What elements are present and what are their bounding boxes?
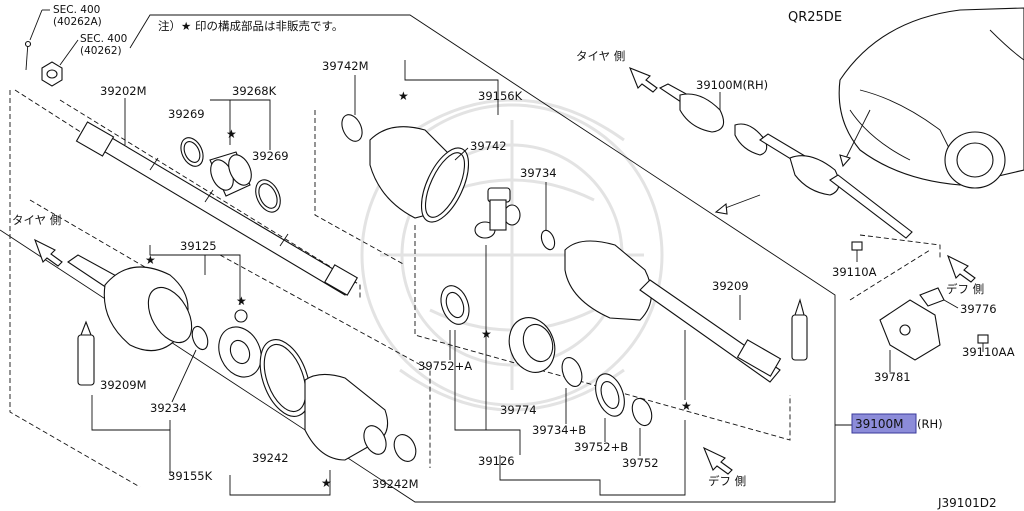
part-39752A-washer[interactable] [436,282,474,328]
part-39734B-snap-ring[interactable] [558,355,585,389]
arrow-diff-right-icon [947,254,976,283]
label-39734: 39734 [520,166,557,180]
callout-39100M-code: 39100M [855,417,904,431]
sec400-a-line2: (40262A) [53,16,102,28]
label-39156K: 39156K [478,89,523,103]
label-39110A: 39110A [832,265,877,279]
label-39202M: 39202M [100,84,147,98]
sec-400-ref-b[interactable]: SEC. 400 (40262) [80,33,127,57]
part-39781-bracket[interactable] [879,299,941,361]
part-39742M-band[interactable] [338,112,366,145]
star-39268K: ★ [226,127,237,141]
part-outer-boot[interactable] [304,373,390,461]
part-39209M-grease[interactable] [77,320,95,386]
arrow-tire-left-icon [34,238,63,267]
part-39742-band[interactable] [412,141,478,229]
part-grease-tube-b[interactable] [791,298,808,361]
hub-nut [41,61,63,87]
label-39774: 39774 [500,403,537,417]
label-39742M: 39742M [322,59,369,73]
star-39125-b: ★ [236,294,247,308]
label-39752: 39752 [622,456,659,470]
label-39781: 39781 [874,370,911,384]
part-39100M-shaft-assembly[interactable] [658,83,913,239]
part-39269-band-a[interactable] [177,134,208,170]
sec400-b-line1: SEC. 400 [80,33,127,45]
part-tripod-joint[interactable] [474,187,521,239]
label-39269-a: 39269 [168,107,205,121]
sec400-b-line2: (40262) [80,45,122,57]
part-39209-housing[interactable] [564,240,782,383]
label-39110AA: 39110AA [962,345,1015,359]
vehicle-illustration [838,7,1024,189]
label-39209: 39209 [712,279,749,293]
label-39752B: 39752+B [574,440,628,454]
tire-side-left: タイヤ 側 [12,213,61,227]
label-39155K: 39155K [168,469,213,483]
arrow-direction-icon [714,194,761,215]
label-39100M-top: 39100M(RH) [696,78,768,92]
part-39234-circlip[interactable] [189,324,210,351]
label-39234: 39234 [150,401,187,415]
part-39268K-inner-boot[interactable] [206,151,256,197]
callout-39100M-suffix: (RH) [917,417,943,431]
assembly-frame [0,14,852,503]
cotter-pin [24,40,32,71]
label-39752A: 39752+A [418,359,472,373]
part-39202M-drive-shaft[interactable] [75,121,359,296]
part-39752-ring[interactable] [629,396,655,428]
diff-side-bottom: デフ 側 [708,474,746,488]
watermark-emblem [360,98,664,412]
label-39268K: 39268K [232,84,277,98]
label-39126: 39126 [478,454,515,468]
engine-code: QR25DE [788,10,842,25]
arrow-diff-bottom-icon [702,446,733,475]
part-39269-band-b[interactable] [251,176,285,216]
part-39734-snap-ring[interactable] [539,229,557,252]
label-39242: 39242 [252,451,289,465]
sec400-a-line1: SEC. 400 [53,4,100,16]
label-39209M: 39209M [100,378,147,392]
label-39269-b: 39269 [252,149,289,163]
part-39776-plate[interactable] [919,287,945,307]
callout-39100M-rh[interactable]: 39100M (RH) [851,413,943,434]
label-39242M: 39242M [372,477,419,491]
label-39776: 39776 [960,302,997,316]
note-text: 注）★ 印の構成部品は非販売です。 [158,19,343,33]
star-39125-a: ★ [145,253,156,267]
diff-side-right: デフ 側 [946,282,984,296]
part-39242-band[interactable] [251,333,320,423]
label-39734B: 39734+B [532,423,586,437]
part-39752B-washer[interactable] [590,370,629,420]
diagram-id: J39101D2 [937,496,997,510]
part-outer-cv-joint[interactable] [67,254,201,352]
star-39752: ★ [681,399,692,413]
sec-400-ref-a[interactable]: SEC. 400 (40262A) [53,4,102,28]
arrow-tire-top-icon [629,67,658,93]
part-39242M-band-small[interactable] [390,431,420,465]
tire-side-top: タイヤ 側 [576,49,625,63]
part-39110A-bolt[interactable] [851,241,863,262]
label-39742: 39742 [470,139,507,153]
part-39774-bearing[interactable] [502,311,562,379]
label-39125: 39125 [180,239,217,253]
part-inner-race-cage[interactable] [211,309,269,384]
part-39110AA-bolt[interactable] [977,334,989,352]
star-39742M: ★ [398,89,409,103]
star-39155K: ★ [321,476,332,490]
